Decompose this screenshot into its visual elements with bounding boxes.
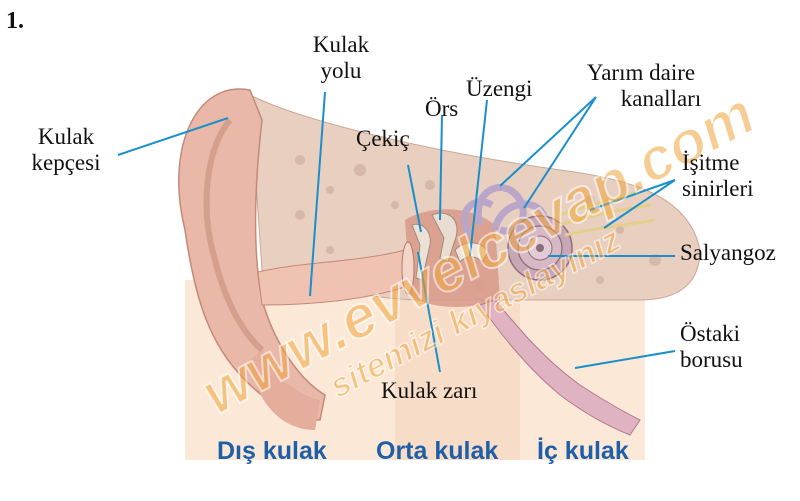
eustachian-tube bbox=[479, 299, 641, 436]
leader-yarim-daire-1 bbox=[499, 96, 597, 187]
stirrup-bone bbox=[454, 242, 489, 263]
inner-ear-band bbox=[520, 300, 645, 460]
section-ic-kulak: İç kulak bbox=[537, 437, 629, 465]
leader-cekic bbox=[407, 164, 422, 233]
bone-texture bbox=[295, 155, 661, 290]
temporal-bone bbox=[249, 94, 701, 301]
leader-ostaki bbox=[574, 350, 676, 369]
label-cekic: Çekiç bbox=[356, 126, 410, 151]
label-kulak-yolu: Kulak yolu bbox=[312, 32, 370, 83]
leader-ors bbox=[439, 114, 443, 221]
leader-yarim-daire-2 bbox=[523, 96, 597, 209]
question-number: 1. bbox=[6, 8, 24, 34]
label-salyangoz: Salyangoz bbox=[680, 240, 776, 265]
hammer-bone bbox=[411, 223, 431, 281]
auditory-nerves bbox=[559, 190, 656, 237]
leader-lines bbox=[117, 91, 676, 373]
cochlea bbox=[507, 215, 573, 281]
label-ors: Örs bbox=[425, 96, 459, 121]
auricle-inner-fold bbox=[203, 118, 265, 353]
label-ostaki-borusu: Östaki borusu bbox=[680, 321, 743, 372]
eardrum bbox=[401, 241, 415, 295]
label-uzengi: Üzengi bbox=[466, 76, 533, 101]
leader-kulak-kepcesi bbox=[117, 117, 229, 156]
leader-isitme-2 bbox=[603, 179, 676, 229]
section-dis-kulak: Dış kulak bbox=[217, 437, 327, 465]
leader-uzengi bbox=[469, 99, 488, 257]
label-kulak-zari: Kulak zarı bbox=[381, 378, 478, 403]
label-kulak-kepcesi: Kulak kepçesi bbox=[31, 124, 101, 175]
section-orta-kulak: Orta kulak bbox=[376, 437, 499, 465]
leader-isitme-1 bbox=[589, 179, 676, 211]
label-isitme-sinirleri: İşitme sinirleri bbox=[682, 150, 754, 201]
leader-kulak-zari bbox=[417, 251, 441, 373]
earlobe bbox=[250, 350, 320, 430]
leader-kulak-yolu bbox=[309, 91, 326, 297]
label-yarim-daire-kanallari: Yarım daire kanalları bbox=[586, 60, 702, 111]
